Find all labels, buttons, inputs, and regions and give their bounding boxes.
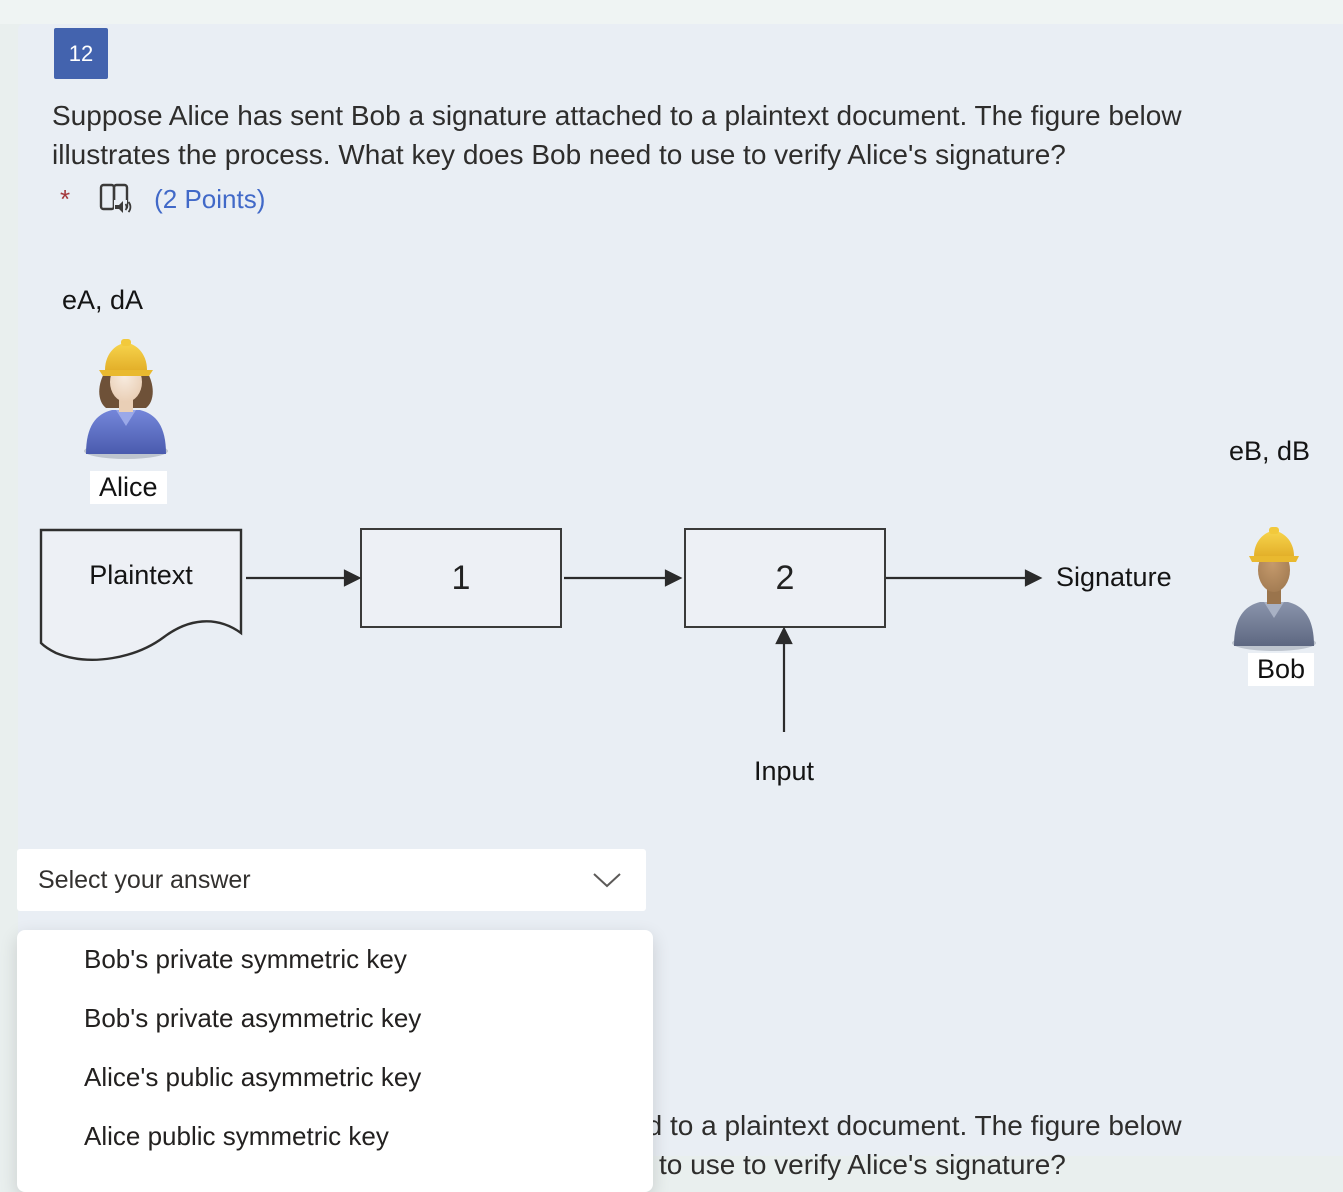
alice-keys-label: eA, dA xyxy=(62,285,144,315)
answer-dropdown[interactable]: Select your answer xyxy=(17,849,646,911)
bob-name-label: Bob xyxy=(1248,653,1315,686)
question-number-badge: 12 xyxy=(54,28,108,79)
plaintext-document-shape xyxy=(39,528,243,661)
alice-avatar xyxy=(84,339,168,459)
process-box-2: 2 xyxy=(684,528,886,628)
process-box-1: 1 xyxy=(360,528,562,628)
question-meta-row: * (2 Points) xyxy=(60,180,265,218)
answer-dropdown-placeholder: Select your answer xyxy=(38,865,251,894)
answer-option[interactable]: Bob's private asymmetric key xyxy=(84,1003,422,1033)
signature-label: Signature xyxy=(1056,562,1172,592)
chevron-down-icon xyxy=(593,873,621,888)
plaintext-label: Plaintext xyxy=(89,560,193,590)
figure-arrows xyxy=(246,569,1043,732)
question-text: Suppose Alice has sent Bob a signature a… xyxy=(52,96,1322,174)
answer-options-list: Bob's private symmetric key Bob's privat… xyxy=(17,930,653,1166)
bob-keys-label: eB, dB xyxy=(1229,436,1311,466)
question-text-line2: illustrates the process. What key does B… xyxy=(52,139,1066,170)
question-text-line1: Suppose Alice has sent Bob a signature a… xyxy=(52,100,1182,131)
page-top-band xyxy=(0,0,1343,24)
bob-avatar xyxy=(1232,527,1316,651)
input-label: Input xyxy=(753,756,815,786)
required-asterisk: * xyxy=(60,184,71,214)
answer-option[interactable]: Alice's public asymmetric key xyxy=(84,1062,422,1092)
immersive-reader-icon[interactable] xyxy=(98,182,134,216)
answer-option[interactable]: Bob's private symmetric key xyxy=(84,944,407,974)
points-label: (2 Points) xyxy=(154,183,266,214)
answer-options-menu: Bob's private symmetric key Bob's privat… xyxy=(17,930,653,1192)
alice-name-label: Alice xyxy=(90,471,167,504)
answer-option[interactable]: Alice public symmetric key xyxy=(84,1121,389,1151)
